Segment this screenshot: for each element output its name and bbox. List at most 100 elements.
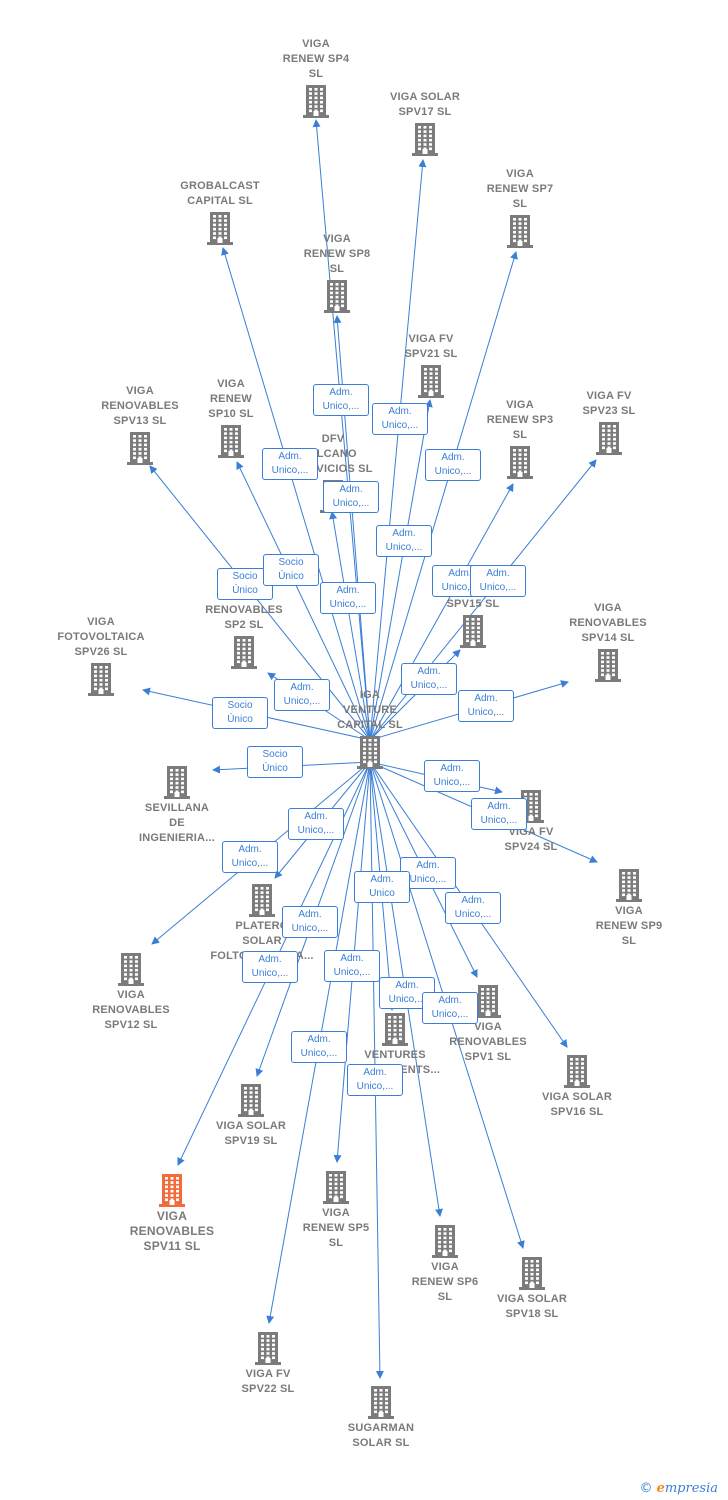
company-name-line: PLATERO	[235, 920, 289, 932]
relation-label-line: Socio	[232, 571, 258, 582]
edge-to-spv13	[149, 465, 371, 741]
edge-to-sp10	[236, 461, 371, 741]
relation-label-spv22[interactable]: Adm.Unico,...	[291, 1031, 347, 1063]
company-name-line: VIGA	[87, 616, 115, 628]
edge-to-spv17	[369, 159, 427, 741]
building-icon	[207, 212, 233, 245]
company-name-line: SL	[328, 1237, 344, 1249]
company-name-line: RENOVABLES	[101, 400, 179, 412]
brand-footer[interactable]: © empresia	[639, 1481, 718, 1496]
relation-label-sp9[interactable]: Adm.Unico,...	[471, 798, 527, 830]
company-node-spv15[interactable]: SPV15 SL	[413, 597, 533, 650]
relation-label-spv17[interactable]: Adm.Unico,...	[372, 403, 428, 435]
relation-label-line: Unico,...	[322, 401, 360, 412]
relation-label-spv18[interactable]: Adm.Unico,...	[422, 992, 478, 1024]
building-icon	[118, 953, 144, 986]
copyright-icon: ©	[639, 1481, 653, 1496]
relation-label-spv21[interactable]: Adm.Unico,...	[376, 525, 432, 557]
relation-label-line: Unico,...	[231, 858, 269, 869]
company-name-line: SPV24 SL	[504, 841, 558, 853]
relation-label-sp5[interactable]: Adm.Unico,...	[324, 950, 380, 982]
company-node-vinv[interactable]: VENTURESINVESTMENTS...	[335, 1010, 455, 1078]
company-name-line: CAPITAL SL	[187, 195, 253, 207]
relation-label-spv24[interactable]: Adm.Unico,...	[424, 760, 480, 792]
relation-label-line: Unico,...	[251, 968, 289, 979]
relation-label-line: Unico,...	[297, 825, 335, 836]
company-name-line: RENOVABLES	[569, 617, 647, 629]
relation-label-plat[interactable]: Adm.Unico,...	[288, 808, 344, 840]
company-name-line: INGENIERIA...	[139, 832, 215, 844]
company-name-line: SPV16 SL	[550, 1106, 604, 1118]
relation-label-sp4[interactable]: Adm.Unico,...	[313, 384, 369, 416]
relation-label-line: Unico,...	[356, 1081, 394, 1092]
company-name-line: SL	[512, 429, 528, 441]
relation-label-spv19[interactable]: Adm.Unico,...	[282, 906, 338, 938]
relation-label-line: Unico,...	[291, 923, 329, 934]
building-icon	[418, 365, 444, 398]
building-icon	[249, 884, 275, 917]
relation-label-spv23[interactable]: Adm.Unico,...	[470, 565, 526, 597]
relation-label-spv15[interactable]: Adm.Unico,...	[401, 663, 457, 695]
company-name-line: VIGA	[506, 399, 534, 411]
relation-label-line: Adm.	[487, 801, 511, 812]
relation-label-sp8[interactable]: Adm.Unico,...	[323, 481, 379, 513]
company-name-line: ELCANO	[309, 448, 357, 460]
relation-label-line: Adm.	[416, 860, 440, 871]
relation-label-spv14[interactable]: Adm.Unico,...	[458, 690, 514, 722]
company-name-line: VIGA	[323, 233, 351, 245]
relation-label-spv12[interactable]: Adm.Unico,...	[222, 841, 278, 873]
building-icon	[507, 215, 533, 248]
relation-label-spv16[interactable]: Adm.Unico,...	[445, 892, 501, 924]
relation-label-dfv[interactable]: Adm.Unico,...	[320, 582, 376, 614]
company-name-line: VIGA	[506, 168, 534, 180]
relation-label-sp7[interactable]: Adm.Unico,...	[425, 449, 481, 481]
relation-label-line: Adm.	[307, 1034, 331, 1045]
relation-label-vinv[interactable]: Adm.Unico	[354, 871, 410, 903]
company-name: SPV15 SL	[413, 597, 533, 612]
building-icon	[475, 985, 501, 1018]
company-name-line: DFV	[321, 433, 345, 445]
relation-label-spv11[interactable]: Adm.Unico,...	[242, 951, 298, 983]
building-icon	[382, 1013, 408, 1046]
relation-label-sp2[interactable]: Adm.Unico,...	[274, 679, 330, 711]
relation-label-grob[interactable]: Adm.Unico,...	[262, 448, 318, 480]
relation-label-sug[interactable]: Adm.Unico,...	[347, 1064, 403, 1096]
relation-label-line: Adm.	[340, 953, 364, 964]
company-name-line: VIGA	[126, 385, 154, 397]
company-name-line: SL	[621, 935, 637, 947]
company-name-line: VIGA	[594, 602, 622, 614]
